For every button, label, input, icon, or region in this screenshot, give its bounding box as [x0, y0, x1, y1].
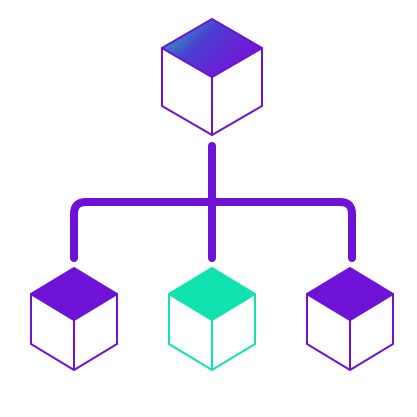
child-cube-2-top-face: [306, 267, 394, 321]
connector-lines: [70, 142, 356, 262]
child-cube-center-icon: [168, 267, 256, 371]
root-cube-top-face: [161, 18, 263, 78]
child-cube-right-icon: [306, 267, 394, 371]
child-cube-0-top-face: [30, 267, 118, 321]
child-cube-1-top-face: [168, 267, 256, 321]
child-cube-left-icon: [30, 267, 118, 371]
connector-branch: [70, 198, 356, 262]
root-cube-icon: [161, 18, 263, 136]
